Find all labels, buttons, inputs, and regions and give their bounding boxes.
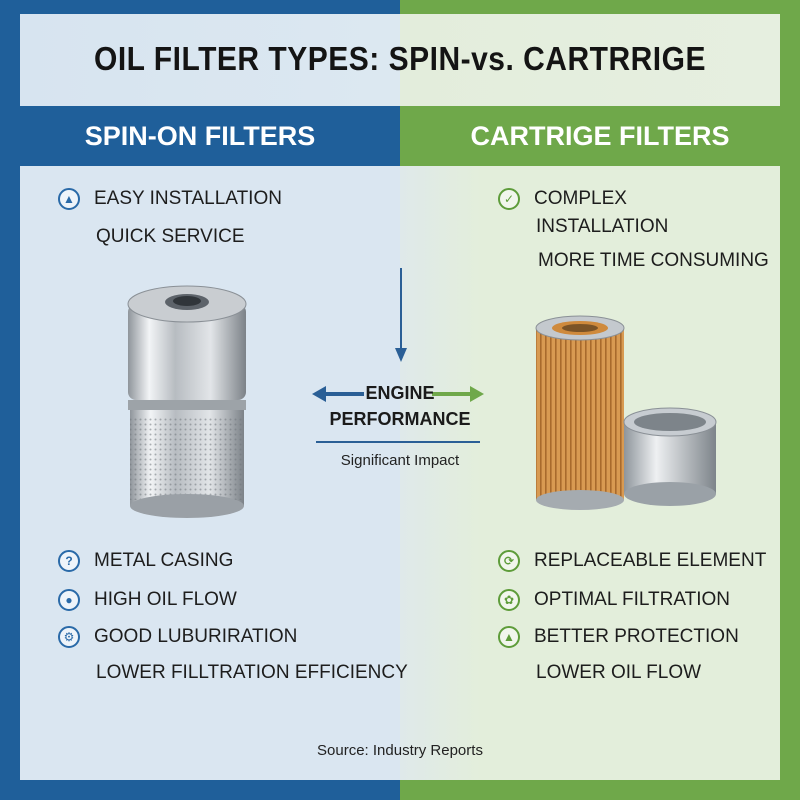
cycle-icon: ⟳ [498,550,520,572]
attribute-label: GOOD LUBURIRATION [94,626,298,647]
gear-icon: ⚙ [58,626,80,648]
title-banner: OIL FILTER TYPES: SPIN-vs. CARTRRIGE [20,14,780,106]
spin-on-attribute-item: ? METAL CASING [58,550,233,572]
attribute-label: METAL CASING [94,550,234,571]
checklist-icon: ✓ [498,188,520,210]
center-divider [316,441,480,443]
question-icon: ? [58,550,80,572]
leaf-icon: ✿ [498,589,520,611]
feature-label: COMPLEX [534,188,627,209]
performance-line: PERFORMANCE [329,409,471,429]
cartridge-flow-note: LOWER OIL FLOW [536,662,702,683]
attribute-label: REPLACEABLE ELEMENT [534,550,767,571]
shield-icon: ▲ [498,626,520,648]
cartridge-time-consuming: MORE TIME CONSUMING [538,250,769,271]
cartridge-installation-line: INSTALLATION [536,216,669,237]
spin-on-attribute-item: ⚙ GOOD LUBURIRATION [58,626,297,648]
right-arrow-icon [432,386,484,402]
source-caption: Source: Industry Reports [317,742,483,759]
engine-line: ENGINE [365,383,435,403]
spin-on-attribute-item: ● HIGH OIL FLOW [58,589,237,611]
spin-on-efficiency-note: LOWER FILLTRATION EFFICIENCY [96,662,408,683]
droplet-icon: ● [58,589,80,611]
cartridge-filter-image [535,315,717,510]
attribute-label: OPTIMAL FILTRATION [534,589,730,610]
cartridge-heading: CARTRIGE FILTERS [470,120,730,151]
left-arrow-icon [312,386,364,402]
attribute-label: HIGH OIL FLOW [94,589,237,610]
cartridge-attribute-item: ✿ OPTIMAL FILTRATION [498,589,730,611]
spin-on-feature-item: ▲ EASY INSTALLATION [58,188,282,210]
spin-on-heading: SPIN-ON FILTERS [84,120,316,151]
impact-caption: Significant Impact [340,452,460,469]
engine-performance-label: ENGINE PERFORMANCE [310,380,490,432]
down-arrow-icon [395,268,407,362]
spin-on-filter-image [127,285,247,518]
cartridge-panel [400,166,780,780]
feature-label: EASY INSTALLATION [94,188,282,209]
cartridge-attribute-item: ⟳ REPLACEABLE ELEMENT [498,550,766,572]
wrench-icon: ▲ [58,188,80,210]
attribute-label: BETTER PROTECTION [534,626,739,647]
cartridge-feature-item: ✓ COMPLEX [498,188,627,210]
spin-on-quick-service: QUICK SERVICE [96,226,245,247]
page-title: OIL FILTER TYPES: SPIN-vs. CARTRRIGE [94,40,706,78]
cartridge-attribute-item: ▲ BETTER PROTECTION [498,626,739,648]
